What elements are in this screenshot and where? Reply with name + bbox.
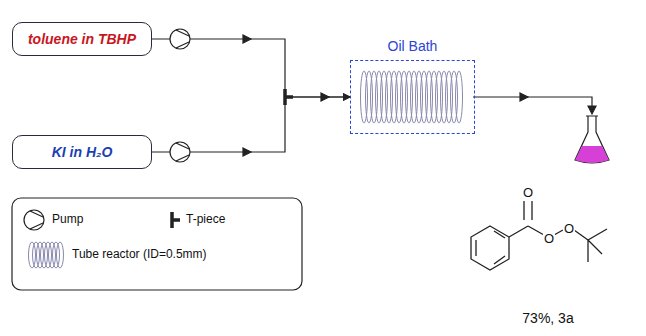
legend-frame	[12, 198, 302, 290]
reagent-box: KI in H₂O	[12, 135, 152, 169]
molecule	[471, 201, 607, 270]
flask-liquid	[575, 146, 609, 163]
pump-icon	[30, 211, 43, 229]
pump-symbol	[170, 142, 190, 162]
pump-symbol	[170, 29, 190, 49]
pump-icon	[24, 210, 44, 230]
outlet-line	[473, 97, 592, 112]
flask	[575, 116, 609, 163]
legend-text: Pump	[52, 212, 83, 226]
oil-bath: Oil Bath	[350, 60, 475, 134]
pump-symbol	[176, 30, 189, 48]
flow-arrow	[588, 106, 596, 114]
tube-reactor	[361, 71, 463, 123]
atom-label: O	[543, 231, 555, 246]
legend-text: T-piece	[186, 212, 225, 226]
flow-arrow	[243, 35, 528, 156]
atom-label: O	[563, 221, 575, 236]
tube-reactor-icon	[29, 242, 64, 268]
node-text: toluene in TBHP	[28, 31, 136, 47]
pump-symbol	[176, 143, 189, 161]
t-piece-icon	[172, 212, 180, 228]
node-text: KI in H₂O	[52, 144, 113, 160]
yield-label: 73%, 3a	[521, 310, 574, 326]
node-text: Oil Bath	[388, 38, 438, 54]
legend-text: Tube reactor (ID=0.5mm)	[72, 247, 207, 261]
reagent-box: toluene in TBHP	[12, 22, 152, 56]
t-piece	[285, 89, 293, 105]
atom-label: O	[522, 185, 534, 200]
